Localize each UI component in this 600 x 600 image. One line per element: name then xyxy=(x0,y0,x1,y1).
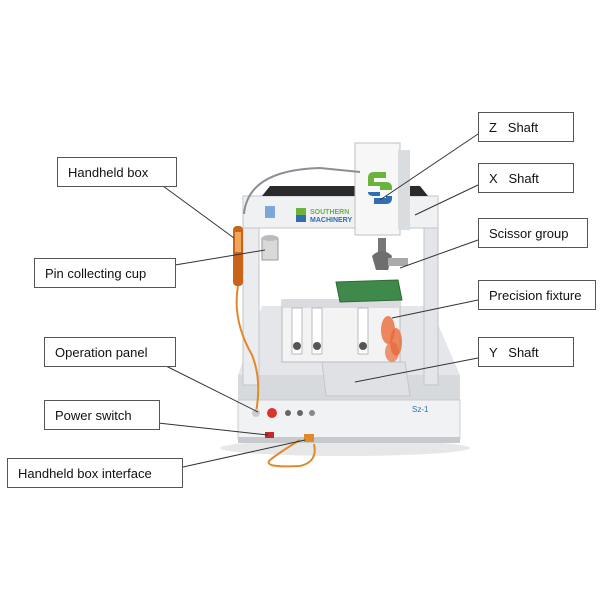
brand-name-line2: MACHINERY xyxy=(310,217,352,224)
label-handheld-box-interface: Handheld box interface xyxy=(7,458,183,488)
leader-power-switch xyxy=(157,422,269,436)
operation-panel-buttons xyxy=(252,408,315,418)
leader-x-shaft xyxy=(414,184,479,216)
cable-bottom xyxy=(267,439,316,468)
leader-handheld-box-interface xyxy=(182,439,306,468)
label-precision-fixture: Precision fixture xyxy=(478,280,596,310)
interface-connector xyxy=(304,434,314,442)
gantry-pillars xyxy=(242,214,439,386)
label-x-shaft: X Shaft xyxy=(478,163,574,193)
label-handheld-box: Handheld box xyxy=(57,157,177,187)
leader-precision-fixture xyxy=(391,299,479,319)
label-y-shaft: Y Shaft xyxy=(478,337,574,367)
fixture-pins xyxy=(381,316,402,362)
cable-left xyxy=(235,285,260,413)
pin-collecting-cup xyxy=(261,235,279,261)
sticker xyxy=(265,206,275,218)
pcb-board xyxy=(335,279,403,303)
leader-lines xyxy=(147,133,479,468)
label-pin-collecting-cup: Pin collecting cup xyxy=(34,258,176,288)
label-operation-panel: Operation panel xyxy=(44,337,176,367)
leader-handheld-box xyxy=(162,185,235,239)
precision-fixture-frame xyxy=(281,299,401,363)
brand-name-line1: SOUTHERN xyxy=(310,209,349,216)
cable-top xyxy=(243,166,361,215)
handheld-box xyxy=(233,226,243,286)
leader-y-shaft xyxy=(354,357,479,383)
label-scissor-group: Scissor group xyxy=(478,218,588,248)
z-shaft-tower xyxy=(354,142,410,270)
leader-scissor-group xyxy=(399,239,479,269)
leader-pin-collecting-cup xyxy=(174,249,266,266)
leader-z-shaft xyxy=(379,133,479,201)
z-shaft-logo xyxy=(368,172,392,204)
beam-logo xyxy=(296,208,306,222)
label-power-switch: Power switch xyxy=(44,400,160,430)
emergency-stop xyxy=(267,408,277,418)
label-z-shaft: Z Shaft xyxy=(478,112,574,142)
panel-mark: Sz-1 xyxy=(412,405,429,414)
power-switch-rocker xyxy=(265,432,274,438)
y-shaft-plate xyxy=(321,361,411,397)
